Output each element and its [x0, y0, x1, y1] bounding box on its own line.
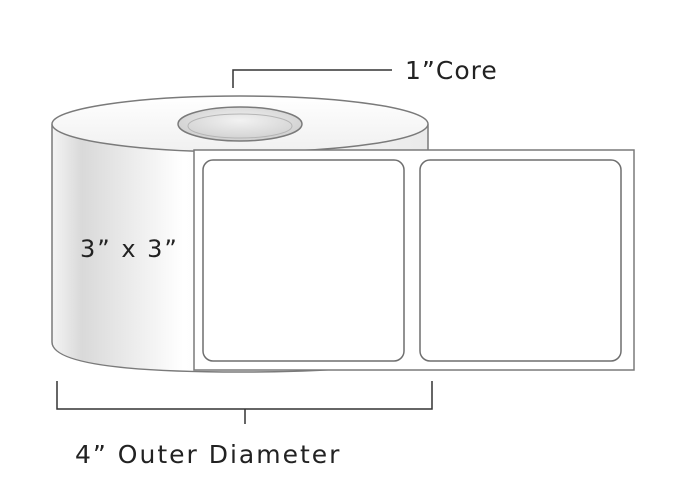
label-1: [202, 159, 405, 362]
core-hole: [177, 106, 303, 142]
core-dimension-line: [232, 69, 392, 88]
label-size-text: 3” x 3”: [80, 235, 179, 263]
core-size-label: 1”Core: [405, 56, 498, 85]
label-2: [419, 159, 622, 362]
core-inner-rim: [187, 113, 293, 139]
outer-diameter-label: 4” Outer Diameter: [75, 440, 342, 469]
outer-diameter-bracket: [56, 381, 433, 410]
